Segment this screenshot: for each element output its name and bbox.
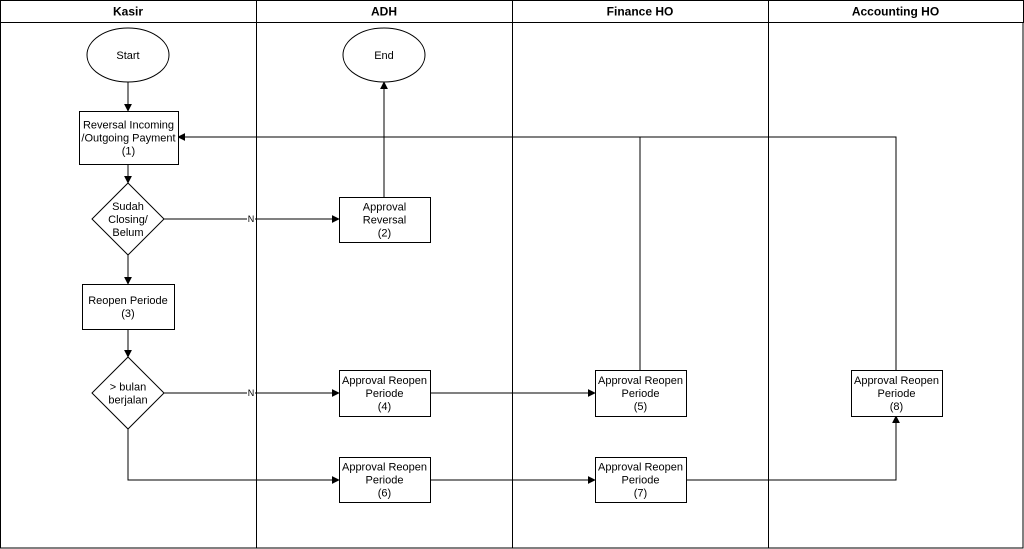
process-shape bbox=[595, 370, 687, 417]
node-label: (5) bbox=[634, 401, 647, 413]
node-label: Reversal Incoming bbox=[83, 120, 174, 132]
process-shape bbox=[339, 370, 431, 417]
terminator-start: Start bbox=[86, 27, 170, 83]
process-shape bbox=[595, 457, 687, 503]
node-label: Reopen Periode bbox=[88, 295, 168, 307]
node-label: Belum bbox=[112, 227, 143, 239]
process-n3: Reopen Periode(3) bbox=[82, 284, 175, 330]
process-shape bbox=[851, 370, 943, 417]
decision-shape bbox=[91, 356, 165, 430]
process-shape bbox=[82, 284, 175, 330]
terminator-shape bbox=[342, 27, 426, 83]
node-label: End bbox=[374, 50, 394, 62]
node-label: (2) bbox=[378, 228, 391, 240]
edge-label-bg bbox=[247, 213, 255, 224]
node-label: Periode bbox=[366, 475, 404, 487]
node-label: Approval bbox=[363, 202, 406, 214]
node-label: Approval Reopen bbox=[342, 375, 427, 387]
node-label: (1) bbox=[122, 146, 135, 158]
node-label: Sudah bbox=[112, 201, 144, 213]
node-label: Periode bbox=[878, 388, 916, 400]
node-label: Start bbox=[116, 50, 139, 62]
process-n1: Reversal Incoming/Outgoing Payment(1) bbox=[79, 111, 179, 165]
node-label: Reversal bbox=[363, 215, 406, 227]
node-label: Periode bbox=[622, 475, 660, 487]
node-label: (7) bbox=[634, 488, 647, 500]
lane-title-finance: Finance HO bbox=[607, 5, 674, 19]
node-label: (3) bbox=[121, 308, 134, 320]
node-label: Approval Reopen bbox=[598, 462, 683, 474]
connector-n8-to-n1 bbox=[640, 136, 897, 370]
node-label: Periode bbox=[622, 388, 660, 400]
edge-label-bg bbox=[247, 387, 255, 398]
process-shape bbox=[79, 111, 179, 165]
edge-label-d2: N bbox=[248, 388, 255, 398]
process-shape bbox=[339, 197, 431, 243]
node-label: Closing/ bbox=[108, 214, 149, 226]
process-shape bbox=[339, 457, 431, 503]
connector-n7-to-n8 bbox=[686, 415, 900, 481]
terminator-shape bbox=[86, 27, 170, 83]
node-label: (4) bbox=[378, 401, 391, 413]
node-label: /Outgoing Payment bbox=[81, 133, 175, 145]
decision-shape bbox=[91, 182, 165, 256]
node-label: Periode bbox=[366, 388, 404, 400]
node-label: (8) bbox=[890, 401, 903, 413]
terminator-end: End bbox=[342, 27, 426, 83]
lane-title-kasir: Kasir bbox=[113, 5, 143, 19]
connector-d2-to-n6 bbox=[127, 429, 340, 484]
connector-n5-to-n1 bbox=[177, 133, 641, 370]
node-label: Approval Reopen bbox=[854, 375, 939, 387]
node-label: (6) bbox=[378, 488, 391, 500]
edge-label-d1: N bbox=[248, 214, 255, 224]
node-label: berjalan bbox=[108, 395, 147, 407]
node-label: > bulan bbox=[110, 382, 146, 394]
node-label: Approval Reopen bbox=[598, 375, 683, 387]
lane-title-accounting: Accounting HO bbox=[852, 5, 939, 19]
lane-title-adh: ADH bbox=[371, 5, 397, 19]
node-label: Approval Reopen bbox=[342, 462, 427, 474]
